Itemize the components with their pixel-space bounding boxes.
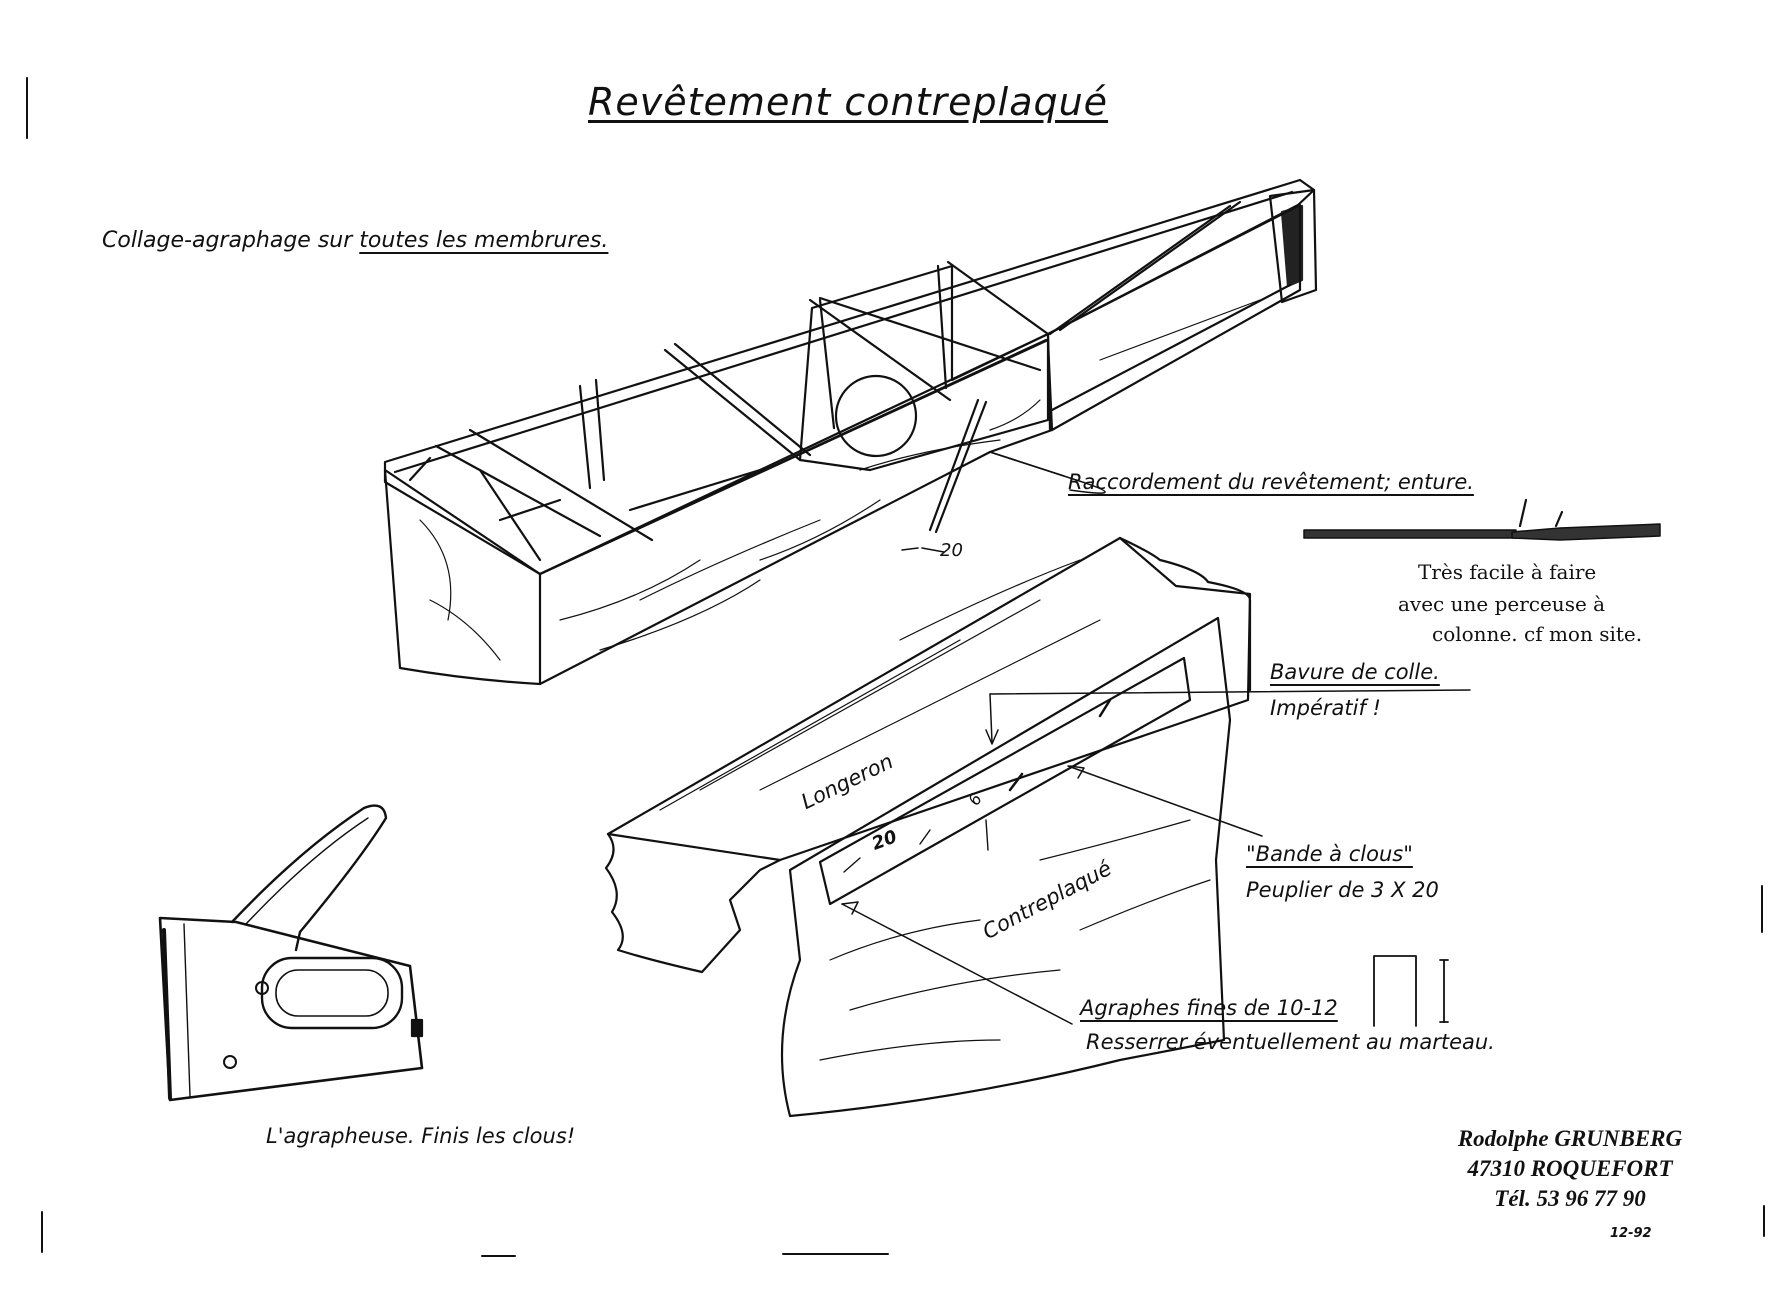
signature-name: Rodolphe GRUNBERG [1457, 1126, 1683, 1151]
label-agraphes: Agraphes fines de 10-12 [1080, 996, 1338, 1020]
nail-strip [818, 656, 1192, 906]
longeron-top-face [606, 536, 1252, 862]
lightening-hole [834, 374, 918, 458]
label-imperatif: Impératif ! [1270, 696, 1381, 720]
label-bande-a-clous: "Bande à clous" [1246, 842, 1413, 866]
scarf-joint [928, 398, 980, 532]
bulkhead [798, 264, 1050, 472]
subtitle: Collage-agraphage sur toutes les membrur… [102, 228, 608, 253]
label-bavure: Bavure de colle. [1270, 660, 1440, 684]
signature-date: 12-92 [1610, 1226, 1652, 1241]
label-resserrer: Resserrer éventuellement au marteau. [1086, 1030, 1495, 1054]
plywood-side-face [538, 338, 1054, 686]
note-line-1: Très facile à faire [1418, 560, 1597, 584]
staple-gun-drawing [158, 804, 424, 1102]
fuselage-tail-post [1268, 188, 1318, 304]
staple-gun-grip-slot [260, 956, 404, 1030]
subtitle-prefix: Collage-agraphage sur [102, 228, 353, 253]
note-line-3: colonne. cf mon site. [1432, 622, 1643, 646]
scarf-detail [989, 451, 1661, 541]
staple-gun-handle [230, 804, 388, 952]
label-peuplier: Peuplier de 3 X 20 [1246, 878, 1439, 902]
plywood-sheet [780, 616, 1232, 1118]
plywood-front-face [383, 468, 542, 686]
longeron-broken-end [604, 832, 782, 974]
fuselage-drawing [383, 178, 1318, 686]
signature-address: 47310 ROQUEFORT [1467, 1156, 1673, 1181]
label-agrapheuse: L'agrapheuse. Finis les clous! [266, 1124, 576, 1148]
signature-phone: Tél. 53 96 77 90 [1494, 1186, 1646, 1211]
label-raccordement: Raccordement du revêtement; enture. [1068, 470, 1474, 494]
subtitle-emphasis: toutes les membrures. [359, 228, 609, 253]
page-title: Revêtement contreplaqué [588, 80, 1109, 124]
note-line-2: avec une perceuse à [1398, 592, 1606, 616]
staple-detail [1373, 955, 1449, 1027]
longeron-drawing [604, 536, 1471, 1118]
dimension-20-hull: 20 [940, 540, 963, 561]
